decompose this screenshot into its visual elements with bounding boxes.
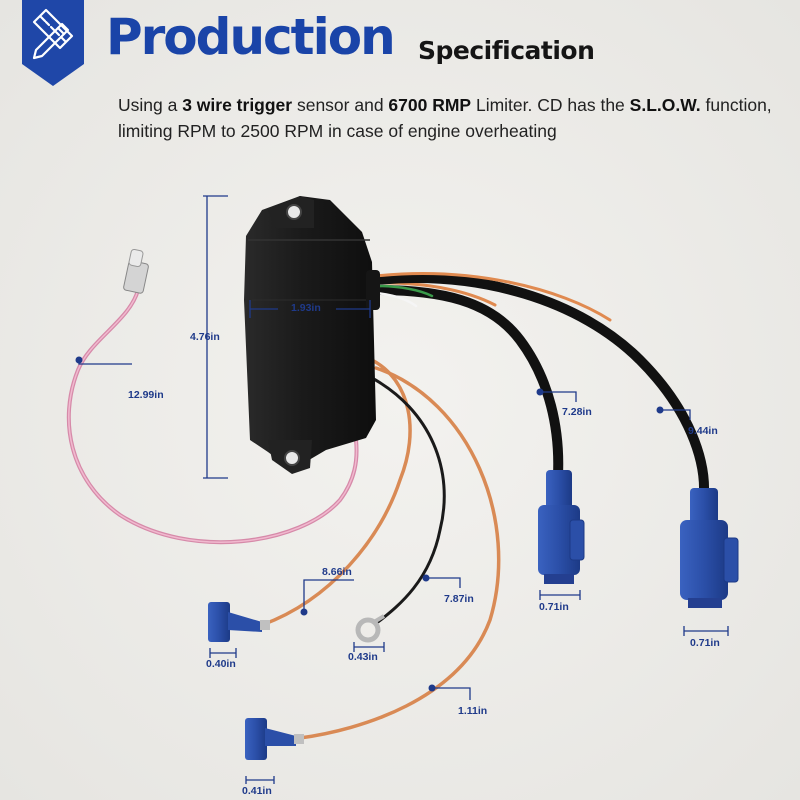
dim-plug-small: 0.71in [539, 601, 569, 613]
dim-plug-large: 0.71in [690, 637, 720, 649]
dim-ring-terminal: 0.43in [348, 651, 378, 663]
dim-harness-short: 7.28in [562, 406, 592, 418]
desc-text-1: Using a [118, 95, 183, 115]
desc-bold-trigger: 3 wire trigger [182, 95, 293, 115]
dim-width: 1.93in [291, 302, 321, 314]
pink-wire [66, 288, 359, 545]
harness-long [371, 272, 710, 497]
dim-terminal-top: 0.40in [206, 658, 236, 670]
orange-wire-short [260, 358, 412, 627]
dim-height: 4.76in [190, 331, 220, 343]
page-title: Production [106, 8, 396, 66]
pencil-ruler-icon [22, 0, 84, 86]
dim-pink-wire: 12.99in [128, 389, 164, 401]
blue-terminal-bottom [245, 718, 304, 760]
blue-terminal-top [208, 602, 270, 642]
orange-wire-long [298, 366, 501, 740]
black-wire [370, 376, 446, 624]
blue-plug-large [680, 488, 739, 608]
desc-text-4: function, limiting RPM to 2500 RPM in ca… [118, 95, 772, 141]
dim-harness-long: 9.44in [688, 425, 718, 437]
dimension-lines [78, 195, 729, 784]
bullet-connector [123, 248, 149, 294]
page-subtitle: Specification [418, 36, 595, 65]
product-description: Using a 3 wire trigger sensor and 6700 R… [118, 92, 788, 144]
cdi-module [244, 196, 380, 474]
dim-orange-wire-short: 8.66in [322, 566, 352, 578]
desc-bold-rpm: 6700 RMP [388, 95, 472, 115]
blue-plug-small [538, 470, 585, 584]
desc-text-2: sensor and [292, 95, 389, 115]
desc-text-3: Limiter. CD has the [471, 95, 630, 115]
ring-terminal [355, 614, 386, 643]
dim-terminal-bottom: 0.41in [242, 785, 272, 797]
desc-bold-slow: S.L.O.W. [629, 95, 701, 115]
dim-orange-wire-long: 1.11in [458, 705, 488, 717]
dimension-dots [75, 356, 664, 692]
dim-black-wire: 7.87in [444, 593, 474, 605]
